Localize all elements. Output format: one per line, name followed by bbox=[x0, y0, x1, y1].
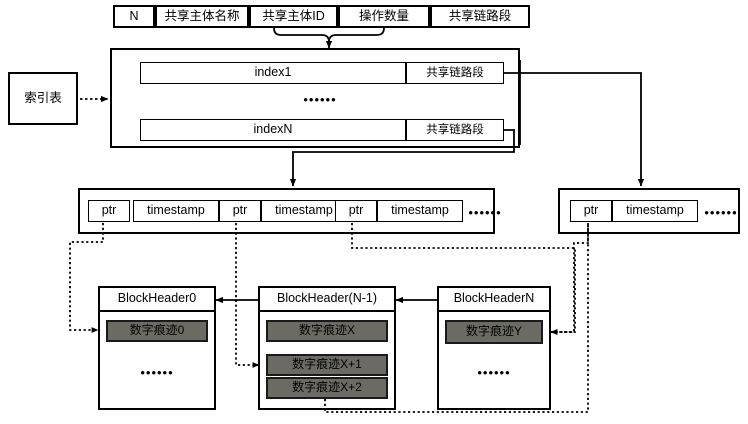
block-0-ellipsis: •••••• bbox=[117, 364, 197, 380]
index-row-1-link: 共享链路段 bbox=[406, 62, 504, 84]
header-cell-shared-link-label: 共享链路段 bbox=[448, 8, 512, 23]
index1-to-right-pointer-row bbox=[504, 72, 645, 187]
right-timestamp-cell-1: timestamp bbox=[612, 200, 698, 222]
header-cell-n-label: N bbox=[129, 8, 139, 23]
index-row-n-link: 共享链路段 bbox=[406, 119, 504, 141]
left-ptr-cell-1: ptr bbox=[88, 200, 130, 222]
header-cell-n: N bbox=[113, 5, 155, 28]
right-pointer-row-ellipsis: •••••• bbox=[700, 204, 742, 220]
block-0-trace-0-label: 数字痕迹0 bbox=[129, 323, 185, 338]
header-cell-op-count: 操作数量 bbox=[338, 5, 430, 28]
left-timestamp-cell-3-label: timestamp bbox=[391, 203, 449, 218]
index-row-1-link-label: 共享链路段 bbox=[426, 66, 484, 79]
header-cell-subject-name: 共享主体名称 bbox=[155, 5, 249, 28]
block-n-ellipsis-label: •••••• bbox=[477, 364, 511, 380]
index-row-n-label: indexN bbox=[253, 122, 293, 137]
ptr2-to-blockn1-trace bbox=[235, 223, 260, 368]
right-ptr-cell-1: ptr bbox=[570, 200, 612, 222]
block-n1-trace-1: 数字痕迹X+1 bbox=[266, 354, 388, 376]
block-0-header: BlockHeader0 bbox=[98, 286, 216, 312]
index-rows-ellipsis: •••••• bbox=[280, 91, 360, 107]
header-cell-subject-name-label: 共享主体名称 bbox=[164, 8, 240, 23]
left-ptr-cell-3-label: ptr bbox=[348, 203, 364, 218]
left-timestamp-cell-2: timestamp bbox=[261, 200, 347, 222]
ptr1-to-block0-trace bbox=[69, 223, 104, 333]
block-0-ellipsis-label: •••••• bbox=[140, 364, 174, 380]
right-pointer-row-container bbox=[558, 188, 740, 234]
left-pointer-row-container bbox=[78, 188, 495, 234]
right-ptr-cell-1-label: ptr bbox=[583, 203, 599, 218]
block-n-ellipsis: •••••• bbox=[454, 364, 534, 380]
block-n1-header: BlockHeader(N-1) bbox=[258, 286, 396, 312]
header-cell-subject-id: 共享主体ID bbox=[249, 5, 338, 28]
left-timestamp-cell-3: timestamp bbox=[377, 200, 463, 222]
block-n1-trace-1-label: 数字痕迹X+1 bbox=[292, 357, 362, 372]
block-n-trace-0: 数字痕迹Y bbox=[445, 320, 543, 344]
block-n-header-label: BlockHeaderN bbox=[453, 291, 535, 306]
header-cell-subject-id-label: 共享主体ID bbox=[262, 8, 325, 23]
block-n-trace-0-label: 数字痕迹Y bbox=[465, 324, 522, 339]
block-0-trace-0: 数字痕迹0 bbox=[106, 320, 208, 342]
indexn-to-left-pointer-row bbox=[289, 129, 515, 187]
left-timestamp-cell-2-label: timestamp bbox=[275, 203, 333, 218]
left-timestamp-cell-1: timestamp bbox=[133, 200, 219, 222]
brace-connector bbox=[273, 27, 385, 43]
header-cell-op-count-label: 操作数量 bbox=[358, 8, 409, 23]
left-pointer-row-ellipsis-label: •••••• bbox=[468, 204, 502, 220]
right-ptr-to-blockn-trace bbox=[550, 223, 589, 335]
index-table-source-label: 索引表 bbox=[24, 90, 62, 105]
left-ptr-cell-1-label: ptr bbox=[101, 203, 117, 218]
index-row-n: indexN bbox=[140, 119, 406, 141]
block-0-header-label: BlockHeader0 bbox=[117, 291, 197, 306]
left-ptr-cell-2: ptr bbox=[219, 200, 261, 222]
block-n1-header-label: BlockHeader(N-1) bbox=[276, 291, 378, 306]
block-n1-trace-0-label: 数字痕迹X bbox=[298, 323, 355, 338]
left-ptr-cell-3: ptr bbox=[335, 200, 377, 222]
block-n1-trace-2: 数字痕迹X+2 bbox=[266, 377, 388, 399]
left-timestamp-cell-1-label: timestamp bbox=[147, 203, 205, 218]
index-row-n-link-label: 共享链路段 bbox=[426, 123, 484, 136]
index-row-1-label: index1 bbox=[254, 65, 292, 80]
index-container bbox=[110, 48, 520, 148]
block-n1-trace-0: 数字痕迹X bbox=[266, 320, 388, 342]
right-timestamp-cell-1-label: timestamp bbox=[626, 203, 684, 218]
block-n-header: BlockHeaderN bbox=[437, 286, 551, 312]
left-pointer-row-ellipsis: •••••• bbox=[464, 204, 506, 220]
index-rows-ellipsis-label: •••••• bbox=[303, 91, 337, 107]
left-ptr-cell-2-label: ptr bbox=[232, 203, 248, 218]
right-pointer-row-ellipsis-label: •••••• bbox=[704, 204, 738, 220]
block-n1-trace-2-label: 数字痕迹X+2 bbox=[292, 380, 362, 395]
index-table-source-box: 索引表 bbox=[8, 72, 78, 125]
header-cell-shared-link: 共享链路段 bbox=[430, 5, 530, 28]
index-row-1: index1 bbox=[140, 62, 406, 84]
blockn-bottom-feedback bbox=[322, 225, 589, 413]
